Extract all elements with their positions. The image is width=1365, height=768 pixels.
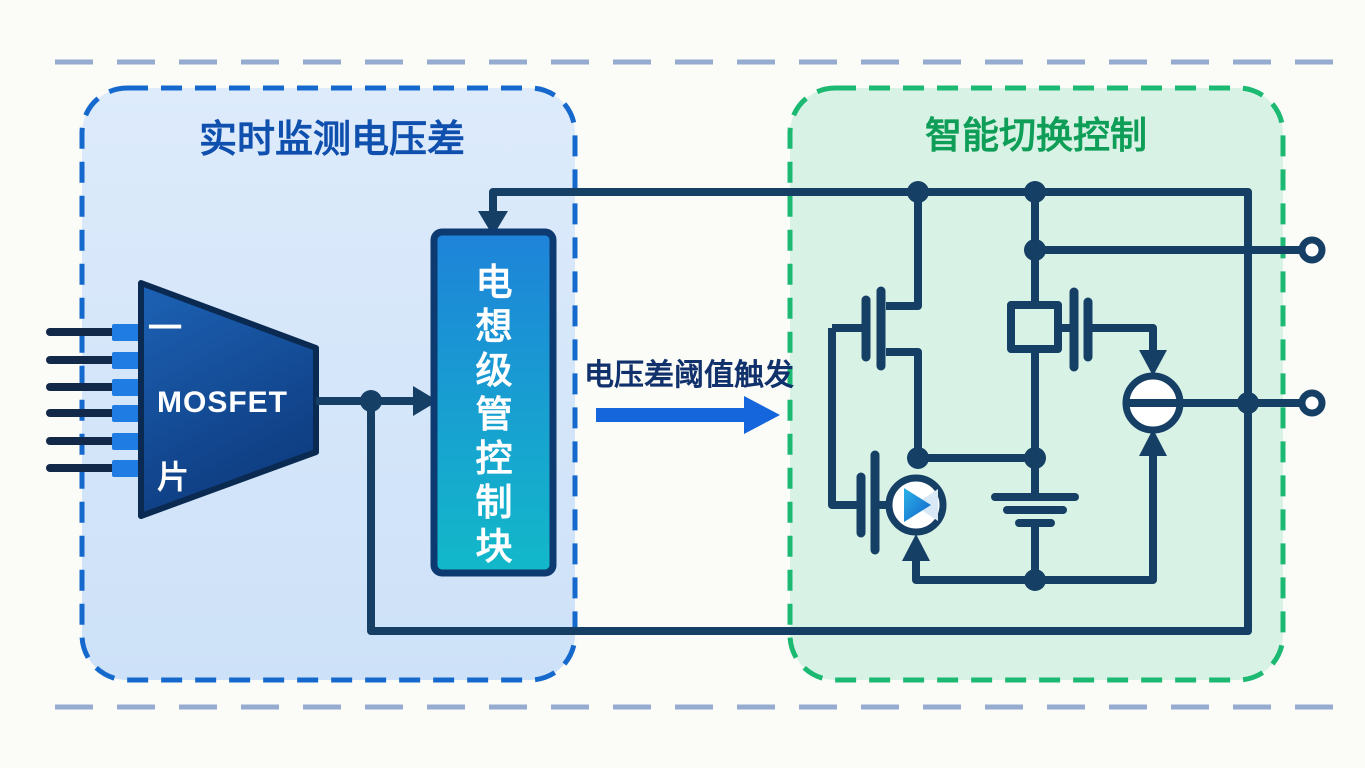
junction-dot <box>907 181 929 203</box>
panel-switching-control-title: 智能切换控制 <box>925 115 1147 156</box>
junction-dot <box>907 447 929 469</box>
chip-body <box>138 280 319 519</box>
chip-input-pins <box>46 324 144 477</box>
output-terminal-bottom <box>1298 389 1326 417</box>
control-block-body <box>430 228 557 577</box>
current-source-symbol <box>1122 372 1301 434</box>
control-block: 电想级管控制块 <box>430 228 557 577</box>
play-triangle-icon <box>904 488 931 522</box>
chip-dash-mark: 一 <box>148 310 182 348</box>
mosfet-source-wire <box>886 348 922 458</box>
panel-voltage-monitoring-title: 实时监测电压差 <box>199 119 465 161</box>
mosfet-chip: 一 MOSFET 片 <box>46 280 319 519</box>
junction-dot <box>1024 447 1046 469</box>
chip-suffix-label: 片 <box>157 459 189 495</box>
junction-dot <box>1024 569 1046 591</box>
junction-dot <box>1024 239 1046 261</box>
arrow-down-into-source-icon <box>1139 350 1167 376</box>
junction-dot <box>360 390 382 412</box>
trigger-annotation: 电压差阈值触发 <box>584 359 794 434</box>
gate-to-source-wire <box>1090 324 1157 352</box>
pin-pad <box>112 324 144 341</box>
pin-pad <box>112 433 144 450</box>
pin-pad <box>112 352 144 369</box>
chip-name-label: MOSFET <box>157 386 288 419</box>
output-terminal-top <box>1298 236 1326 264</box>
controlled-source-play <box>885 474 947 536</box>
pin-pad <box>112 379 144 396</box>
pin-pad <box>112 460 144 477</box>
junction-dots <box>360 181 1259 591</box>
trigger-arrowhead-icon <box>744 396 780 434</box>
arrow-up-into-play-circle-icon <box>902 534 930 561</box>
mosfet-drain-wire <box>886 192 922 310</box>
feedback-arrowhead-into-block-icon <box>478 211 508 236</box>
coupling-plates-right <box>1058 287 1167 376</box>
trigger-label: 电压差阈值触发 <box>584 359 794 392</box>
pin-pad <box>112 405 144 422</box>
control-block-label: 电想级管控制块 <box>476 262 513 567</box>
arrow-up-into-source-icon <box>1139 429 1167 456</box>
mosfet-symbol <box>832 192 922 458</box>
junction-dot <box>1024 181 1046 203</box>
gate-drop-wire <box>828 328 858 509</box>
output-arrowhead-icon <box>413 386 438 416</box>
switching-circuit <box>360 181 1326 591</box>
junction-dot <box>1237 392 1259 414</box>
